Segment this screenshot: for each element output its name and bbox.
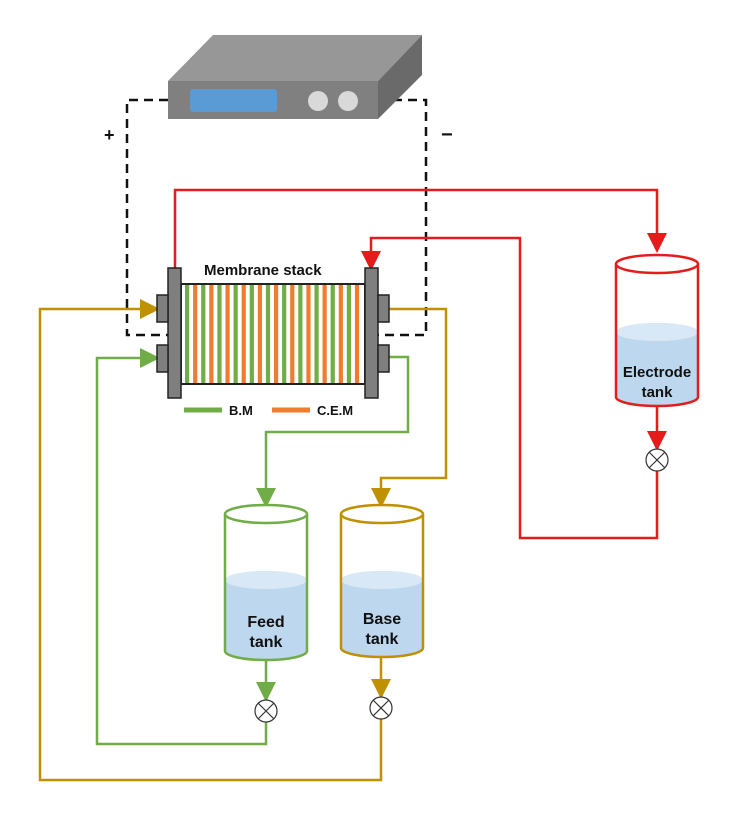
membrane-stripes (185, 285, 360, 383)
base-tank-label-2: tank (366, 631, 399, 648)
base-tank: Base tank (339, 503, 425, 659)
cation-exchange-membrane (306, 285, 311, 383)
electrode-loop (173, 188, 667, 540)
bipolar-membrane (233, 285, 238, 383)
negative-wire (378, 98, 428, 337)
cation-exchange-membrane (225, 285, 230, 383)
right-port-top (377, 294, 390, 323)
bipolar-membrane (282, 285, 287, 383)
feed-pump-valve-icon (254, 699, 278, 723)
electrode-tank-label-2: tank (642, 384, 674, 401)
electrode-tank: Electrode tank (614, 253, 700, 408)
legend: B.M C.E.M (184, 403, 353, 418)
right-end-plate (364, 267, 379, 399)
cation-exchange-membrane (354, 285, 360, 383)
left-end-plate (167, 267, 182, 399)
cation-exchange-membrane (290, 285, 295, 383)
positive-sign: + (104, 125, 115, 145)
base-pump-valve-icon (369, 696, 393, 720)
feed-tank: Feed tank (223, 503, 309, 662)
negative-sign: − (441, 124, 453, 146)
power-knob (308, 91, 328, 111)
cation-exchange-membrane (274, 285, 279, 383)
bipolar-membrane (201, 285, 206, 383)
feed-tank-label-2: tank (250, 634, 283, 651)
stack-title: Membrane stack (204, 262, 322, 279)
cation-exchange-membrane (241, 285, 246, 383)
bipolar-membrane (265, 285, 271, 383)
electrode-pump-valve-icon (645, 448, 669, 472)
bipolar-membrane (185, 285, 190, 383)
cation-exchange-membrane (338, 285, 343, 383)
electrode-tank-label-1: Electrode (623, 364, 691, 381)
bipolar-membrane (330, 285, 335, 383)
left-port-top (156, 294, 169, 323)
power-wires (125, 98, 428, 337)
power-supply (168, 35, 422, 119)
bipolar-membrane (217, 285, 222, 383)
left-port-bottom (156, 344, 169, 373)
membrane-stack (156, 267, 390, 399)
power-knob (338, 91, 358, 111)
cation-exchange-membrane (193, 285, 198, 383)
bipolar-membrane (314, 285, 319, 383)
cation-exchange-membrane (322, 285, 327, 383)
bipolar-membrane (249, 285, 254, 383)
power-display (190, 89, 277, 112)
legend-label-bm: B.M (229, 403, 253, 418)
cation-exchange-membrane (257, 285, 263, 383)
bipolar-membrane (298, 285, 303, 383)
cation-exchange-membrane (209, 285, 214, 383)
right-port-bottom (377, 344, 390, 373)
feed-loop (95, 348, 410, 746)
bipolar-membrane (346, 285, 352, 383)
positive-wire (125, 98, 168, 337)
feed-tank-label-1: Feed (247, 614, 284, 631)
base-loop (38, 299, 448, 782)
base-tank-label-1: Base (363, 611, 401, 628)
legend-label-cem: C.E.M (317, 403, 353, 418)
